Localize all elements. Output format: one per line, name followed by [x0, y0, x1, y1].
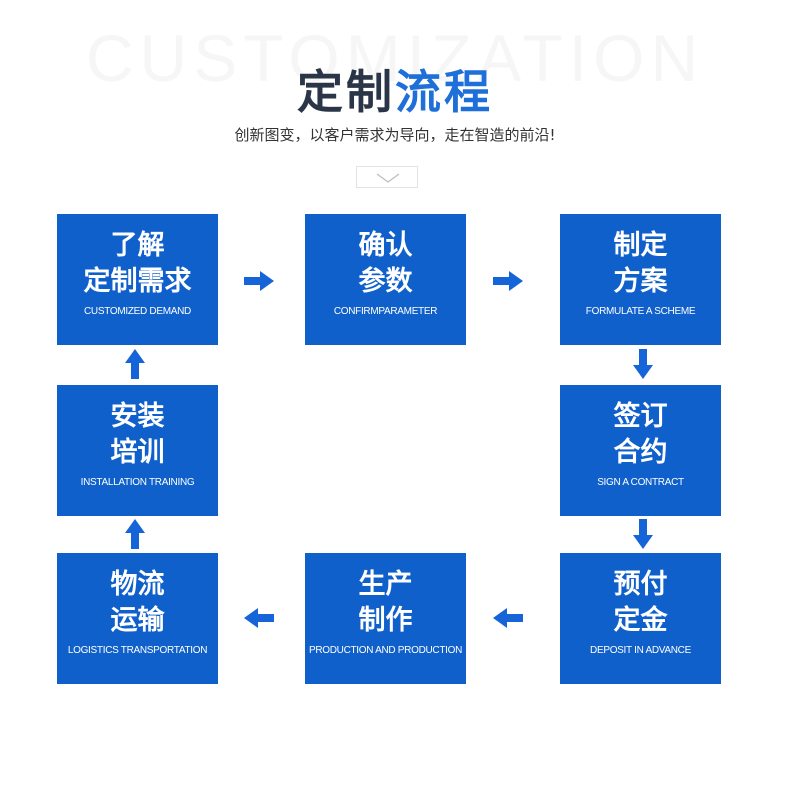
arrow-left-icon — [493, 608, 523, 628]
step-title-line2: 方案 — [613, 266, 668, 297]
step-title: 制定 方案 — [560, 228, 721, 300]
background-watermark-text: CUSTOMIZATION — [85, 21, 705, 95]
step-title-line1: 生产 — [358, 569, 413, 600]
step-subtitle: LOGISTICS TRANSPORTATION — [67, 645, 208, 656]
page-subtitle: 创新图变，以客户需求为导向，走在智造的前沿! — [234, 126, 556, 144]
step-title-line2: 制作 — [358, 605, 413, 636]
step-title: 安装 培训 — [57, 399, 218, 471]
arrow-left-icon — [244, 608, 274, 628]
step-title-line1: 物流 — [110, 569, 165, 600]
step-title-line2: 合约 — [613, 437, 668, 468]
step-title-line1: 签订 — [613, 401, 668, 432]
step-title-line1: 安装 — [110, 401, 165, 432]
arrow-up-icon — [125, 519, 145, 549]
step-customized-demand: 了解 定制需求 CUSTOMIZED DEMAND — [57, 214, 218, 345]
step-subtitle: DEPOSIT IN ADVANCE — [590, 645, 691, 656]
step-deposit-in-advance: 预付 定金 DEPOSIT IN ADVANCE — [560, 553, 721, 684]
step-installation-training: 安装 培训 INSTALLATION TRAINING — [57, 385, 218, 516]
step-title: 了解 定制需求 — [57, 228, 218, 300]
step-title: 预付 定金 — [560, 567, 721, 639]
step-title-line2: 参数 — [358, 266, 413, 297]
step-subtitle: FORMULATE A SCHEME — [585, 306, 696, 317]
arrow-up-icon — [125, 349, 145, 379]
title-part-dark: 定制 — [297, 65, 395, 119]
step-subtitle: CUSTOMIZED DEMAND — [84, 306, 191, 317]
step-confirm-parameter: 确认 参数 CONFIRMPARAMETER — [305, 214, 466, 345]
step-logistics-transportation: 物流 运输 LOGISTICS TRANSPORTATION — [57, 553, 218, 684]
page-title: 定制流程 — [0, 56, 790, 122]
step-title-line1: 预付 — [613, 569, 668, 600]
step-title-line1: 制定 — [613, 230, 668, 261]
step-production: 生产 制作 PRODUCTION AND PRODUCTION — [305, 553, 466, 684]
step-subtitle: INSTALLATION TRAINING — [80, 477, 195, 488]
step-title-line2: 定制需求 — [83, 266, 192, 297]
step-title-line1: 确认 — [358, 230, 413, 261]
step-title-line2: 培训 — [110, 437, 165, 468]
step-title: 物流 运输 — [57, 567, 218, 639]
step-subtitle: SIGN A CONTRACT — [597, 477, 684, 488]
step-title: 生产 制作 — [305, 567, 466, 639]
scroll-down-button[interactable] — [356, 166, 418, 188]
step-title: 签订 合约 — [560, 399, 721, 471]
arrow-down-icon — [633, 349, 653, 379]
step-formulate-scheme: 制定 方案 FORMULATE A SCHEME — [560, 214, 721, 345]
title-part-blue: 流程 — [395, 65, 493, 119]
step-subtitle: PRODUCTION AND PRODUCTION — [308, 645, 463, 656]
step-title: 确认 参数 — [305, 228, 466, 300]
chevron-down-icon — [376, 173, 400, 183]
arrow-down-icon — [633, 519, 653, 549]
step-sign-contract: 签订 合约 SIGN A CONTRACT — [560, 385, 721, 516]
step-title-line2: 运输 — [110, 605, 165, 636]
step-title-line2: 定金 — [613, 605, 668, 636]
step-title-line1: 了解 — [110, 230, 165, 261]
arrow-right-icon — [244, 271, 274, 291]
arrow-right-icon — [493, 271, 523, 291]
step-subtitle: CONFIRMPARAMETER — [333, 306, 438, 317]
